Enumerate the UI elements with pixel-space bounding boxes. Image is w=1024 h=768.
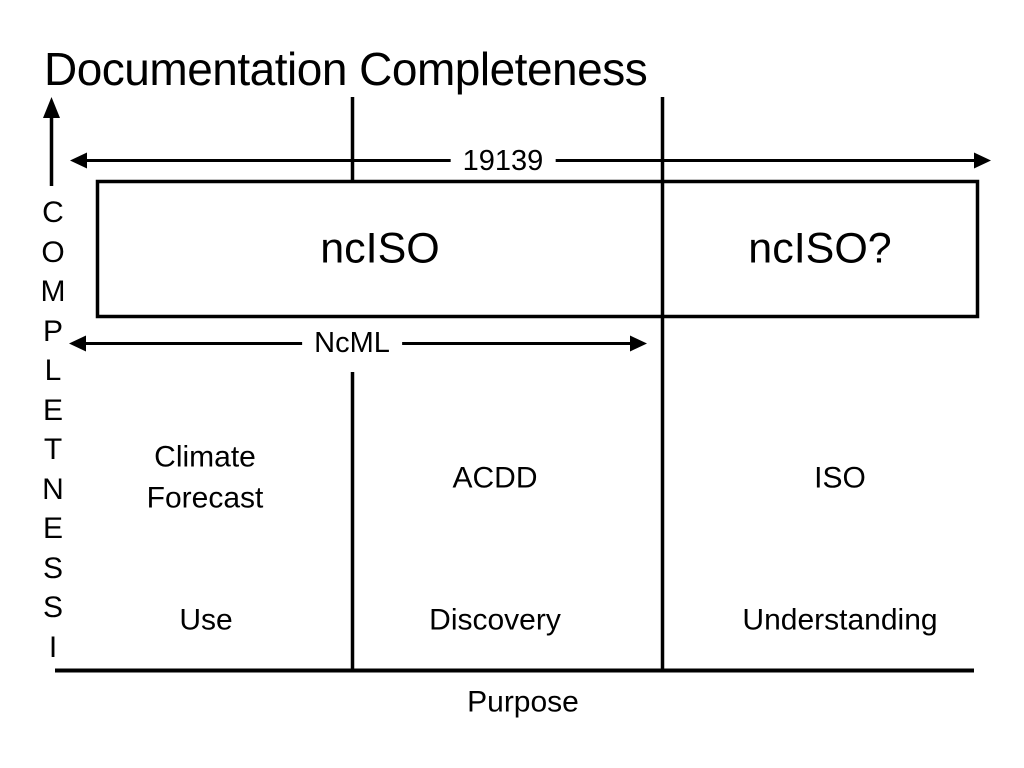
nciso-question-label: ncISO? xyxy=(748,224,892,273)
cell-acdd: ACDD xyxy=(452,461,538,495)
left-arrow-icon xyxy=(69,335,86,352)
cell-use: Use xyxy=(179,603,233,637)
y-axis-letter: E xyxy=(42,393,63,427)
cell-climate: Climate xyxy=(154,440,256,474)
up-arrow-icon xyxy=(43,97,60,118)
standards-box xyxy=(95,179,980,319)
right-arrow-icon xyxy=(630,335,647,352)
cell-understanding: Understanding xyxy=(742,603,938,637)
ncml-label: NcML xyxy=(302,327,402,359)
y-axis-letter: S xyxy=(42,551,63,585)
y-axis-letter: S xyxy=(42,591,63,624)
y-axis-letter: M xyxy=(40,275,66,308)
y-axis-letter: L xyxy=(44,354,62,387)
y-axis-letter: E xyxy=(42,512,63,545)
cell-iso: ISO xyxy=(814,461,866,495)
slide-title: Documentation Completeness xyxy=(44,43,648,95)
iso19139-label: 19139 xyxy=(450,145,556,177)
y-axis-letter: T xyxy=(43,433,63,466)
y-axis-letter: C xyxy=(42,196,64,229)
x-axis-label-purpose: Purpose xyxy=(467,685,579,719)
y-axis-label-completeness: C O M P L E T N E S S I xyxy=(41,193,66,667)
y-axis-letter: N xyxy=(42,472,64,506)
y-axis-letter: P xyxy=(42,314,63,348)
left-arrow-icon xyxy=(70,152,87,169)
right-arrow-icon xyxy=(974,152,991,169)
y-axis-letter: I xyxy=(48,630,58,664)
cell-forecast: Forecast xyxy=(146,481,264,515)
y-axis-letter: O xyxy=(41,235,65,269)
nciso-label: ncISO xyxy=(320,224,440,273)
cell-discovery: Discovery xyxy=(429,603,561,637)
